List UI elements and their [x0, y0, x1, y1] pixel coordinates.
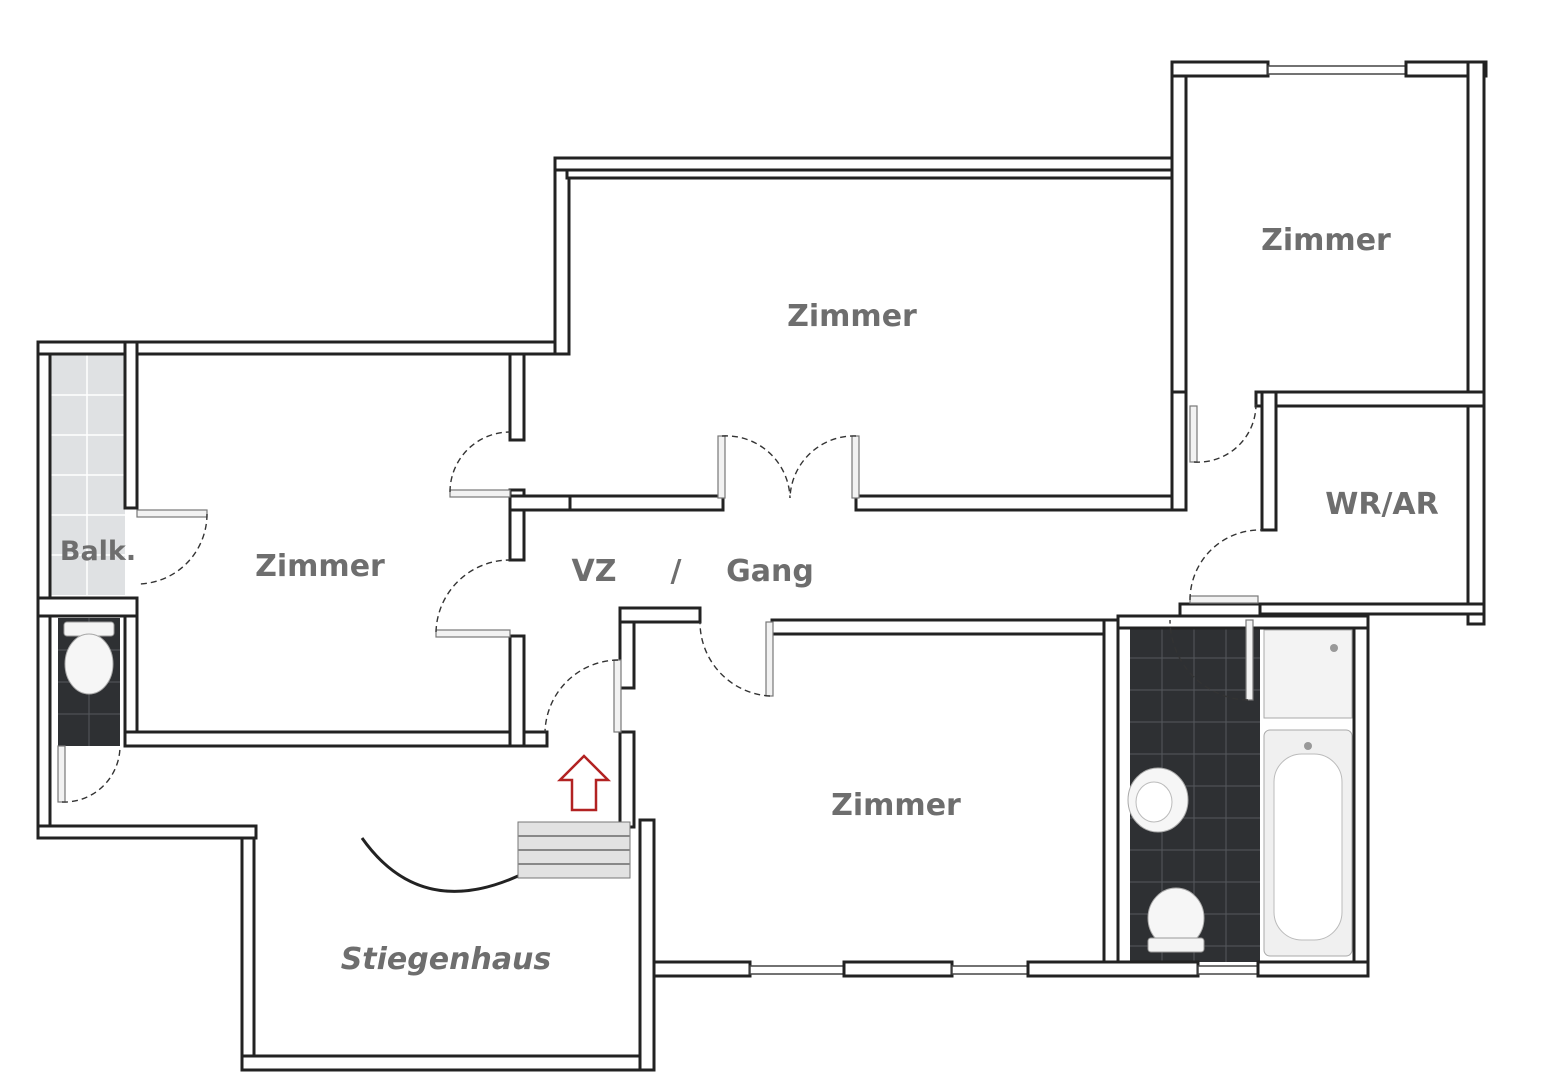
window-bottom-2	[951, 965, 1029, 975]
sink-icon	[1127, 767, 1189, 833]
walls	[36, 60, 1488, 1072]
doors	[57, 403, 1263, 893]
toilet-icon	[1147, 887, 1205, 953]
stair-curve	[360, 837, 519, 893]
window-bottom-1	[749, 965, 845, 975]
room-label-vz: VZ	[572, 554, 617, 589]
room-label-zimmer-left: Zimmer	[255, 549, 385, 584]
window-top-right	[1267, 65, 1407, 75]
toilet-icon	[63, 621, 115, 695]
room-label-zimmer-top-right: Zimmer	[1261, 223, 1391, 258]
shower-tray-icon	[1263, 629, 1353, 719]
stairs-icon	[517, 821, 631, 879]
room-label-zimmer-bottom: Zimmer	[831, 788, 961, 823]
balcony-tiles	[50, 355, 125, 595]
entrance-arrow-icon	[556, 754, 612, 812]
window-bathroom	[1197, 965, 1259, 975]
bathtub-icon	[1263, 729, 1353, 957]
room-label-gang: Gang	[726, 554, 814, 589]
room-label-separator: /	[671, 554, 682, 589]
room-label-balkon: Balk.	[60, 536, 136, 567]
room-label-wr-ar: WR/AR	[1325, 487, 1438, 522]
room-label-stiegenhaus: Stiegenhaus	[341, 942, 552, 977]
room-label-zimmer-top-center: Zimmer	[787, 299, 917, 334]
